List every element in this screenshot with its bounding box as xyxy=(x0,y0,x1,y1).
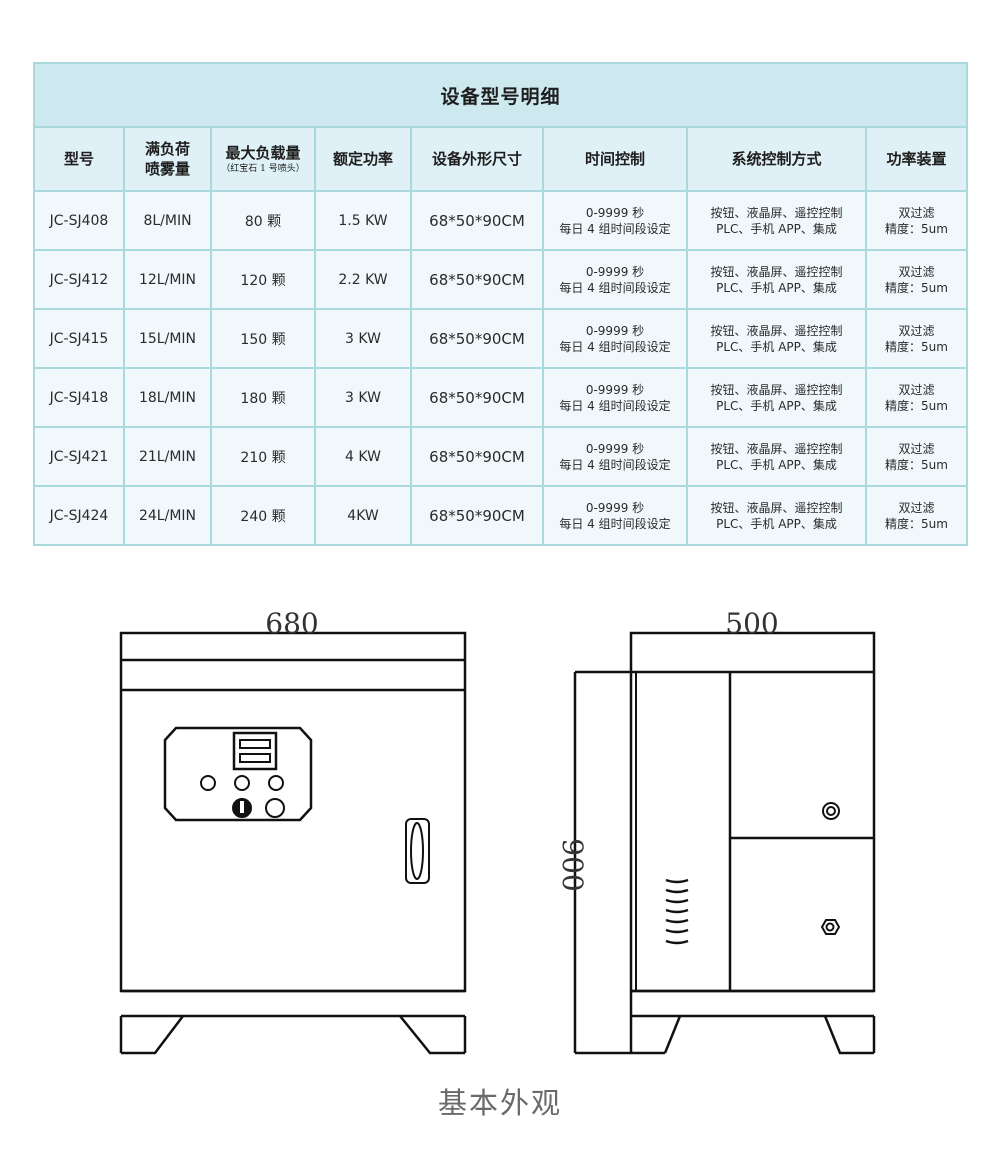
header-spray: 满负荷喷雾量 xyxy=(123,126,212,192)
cell-model: JC-SJ415 xyxy=(33,308,125,369)
front-width-label: 680 xyxy=(265,607,318,640)
side-depth-label: 500 xyxy=(725,607,778,640)
cell-power: 3 KW xyxy=(314,308,412,369)
cell-power: 2.2 KW xyxy=(314,249,412,310)
cell-power: 4 KW xyxy=(314,426,412,487)
table-title: 设备型号明细 xyxy=(32,62,969,128)
cell-load: 80 颗 xyxy=(210,190,316,251)
cell-load: 120 颗 xyxy=(210,249,316,310)
cell-model: JC-SJ421 xyxy=(33,426,125,487)
cell-device: 双过滤精度：5um xyxy=(864,426,969,487)
cell-spray: 18L/MIN xyxy=(123,367,212,428)
cell-device: 双过滤精度：5um xyxy=(864,190,969,251)
cell-model: JC-SJ424 xyxy=(33,485,125,546)
header-power: 额定功率 xyxy=(314,126,412,192)
caption: 基本外观 xyxy=(437,1086,562,1120)
header-device: 功率装置 xyxy=(864,126,969,192)
cell-time: 0-9999 秒每日 4 组时间段设定 xyxy=(542,190,688,251)
front-view xyxy=(119,631,467,1055)
cell-model: JC-SJ412 xyxy=(33,249,125,310)
cell-load: 180 颗 xyxy=(210,367,316,428)
cell-size: 68*50*90CM xyxy=(410,190,544,251)
side-view xyxy=(573,631,876,1055)
cell-device: 双过滤精度：5um xyxy=(864,308,969,369)
table-row: JC-SJ424 24L/MIN 240 颗 4KW 68*50*90CM 0-… xyxy=(33,485,969,546)
cell-time: 0-9999 秒每日 4 组时间段设定 xyxy=(542,308,688,369)
cell-load: 210 颗 xyxy=(210,426,316,487)
cell-spray: 24L/MIN xyxy=(123,485,212,546)
cell-size: 68*50*90CM xyxy=(410,249,544,310)
header-model: 型号 xyxy=(33,126,125,192)
table-row: JC-SJ412 12L/MIN 120 颗 2.2 KW 68*50*90CM… xyxy=(33,249,969,310)
cell-model: JC-SJ418 xyxy=(33,367,125,428)
cell-time: 0-9999 秒每日 4 组时间段设定 xyxy=(542,249,688,310)
table-row: JC-SJ408 8L/MIN 80 颗 1.5 KW 68*50*90CM 0… xyxy=(33,190,969,251)
cell-spray: 21L/MIN xyxy=(123,426,212,487)
cell-load: 150 颗 xyxy=(210,308,316,369)
header-size: 设备外形尺寸 xyxy=(410,126,544,192)
header-time: 时间控制 xyxy=(542,126,688,192)
header-control: 系统控制方式 xyxy=(686,126,867,192)
cell-time: 0-9999 秒每日 4 组时间段设定 xyxy=(542,485,688,546)
cell-size: 68*50*90CM xyxy=(410,367,544,428)
header-load: 最大负载量（红宝石 1 号喷头） xyxy=(210,126,316,192)
control-panel xyxy=(163,726,313,822)
table-row: JC-SJ418 18L/MIN 180 颗 3 KW 68*50*90CM 0… xyxy=(33,367,969,428)
header-row: 型号 满负荷喷雾量 最大负载量（红宝石 1 号喷头） 额定功率 设备外形尺寸 时… xyxy=(33,126,969,192)
cell-power: 1.5 KW xyxy=(314,190,412,251)
cell-spray: 15L/MIN xyxy=(123,308,212,369)
cell-model: JC-SJ408 xyxy=(33,190,125,251)
height-label: 900 xyxy=(556,838,589,891)
cell-time: 0-9999 秒每日 4 组时间段设定 xyxy=(542,367,688,428)
cell-power: 3 KW xyxy=(314,367,412,428)
cell-power: 4KW xyxy=(314,485,412,546)
cell-time: 0-9999 秒每日 4 组时间段设定 xyxy=(542,426,688,487)
cell-size: 68*50*90CM xyxy=(410,308,544,369)
spec-table: 设备型号明细 型号 满负荷喷雾量 最大负载量（红宝石 1 号喷头） 额定功率 设… xyxy=(32,62,969,546)
equipment-drawing: 680 500 900 xyxy=(119,607,876,1055)
cell-load: 240 颗 xyxy=(210,485,316,546)
table-row: JC-SJ415 15L/MIN 150 颗 3 KW 68*50*90CM 0… xyxy=(33,308,969,369)
cell-device: 双过滤精度：5um xyxy=(864,485,969,546)
cell-size: 68*50*90CM xyxy=(410,485,544,546)
cell-spray: 12L/MIN xyxy=(123,249,212,310)
cell-spray: 8L/MIN xyxy=(123,190,212,251)
table-row: JC-SJ421 21L/MIN 210 颗 4 KW 68*50*90CM 0… xyxy=(33,426,969,487)
cell-device: 双过滤精度：5um xyxy=(864,249,969,310)
cell-size: 68*50*90CM xyxy=(410,426,544,487)
cell-device: 双过滤精度：5um xyxy=(864,367,969,428)
